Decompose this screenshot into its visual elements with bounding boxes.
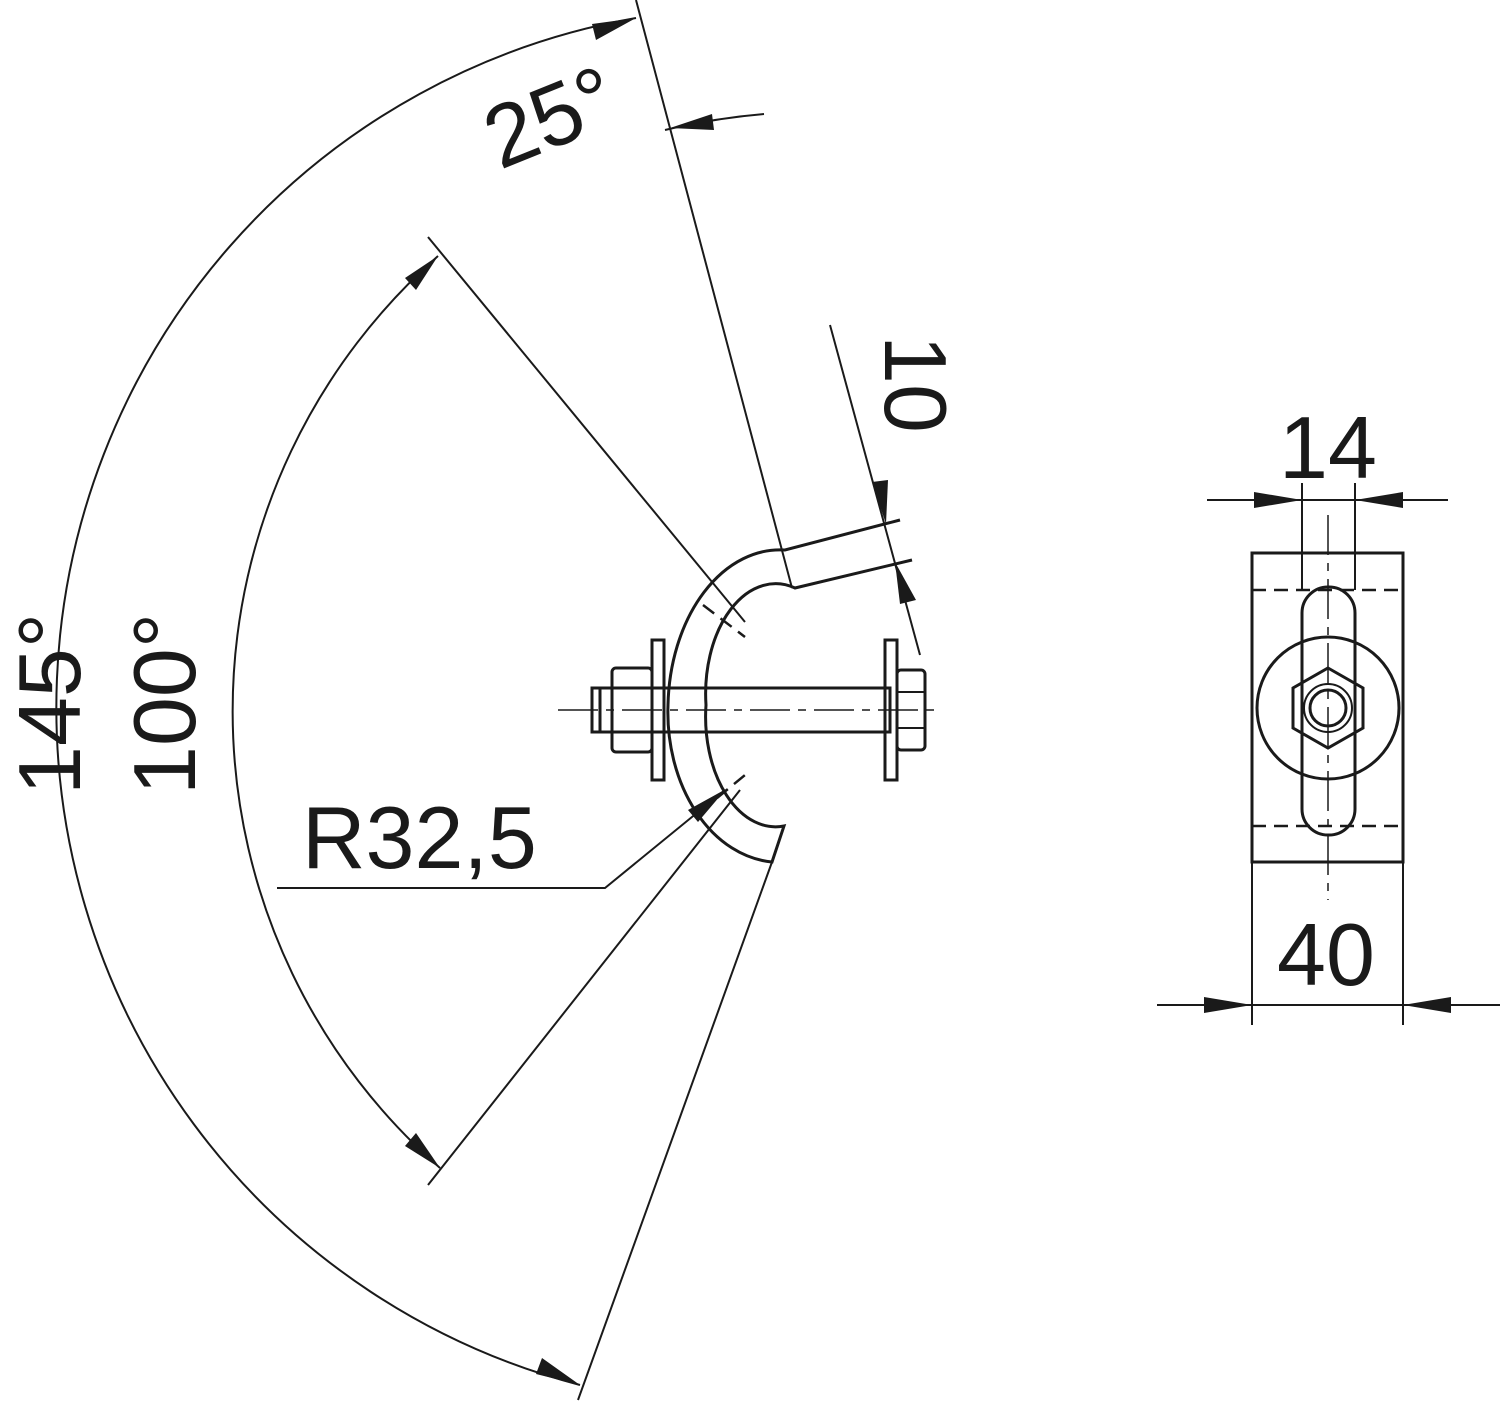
arrow — [405, 1133, 440, 1168]
arrow — [1403, 997, 1451, 1013]
radius-leader — [277, 789, 726, 889]
extension-line — [427, 789, 741, 1186]
hex-nut — [1291, 666, 1365, 750]
arrow — [872, 480, 888, 524]
arrow — [895, 562, 916, 604]
hidden-line — [702, 604, 746, 638]
arrow — [688, 789, 726, 822]
arrow — [1204, 997, 1252, 1013]
arrow — [592, 18, 636, 40]
thickness-label: 10 — [866, 335, 965, 433]
extension-line — [577, 861, 773, 1401]
angle-label-100: 100° — [115, 613, 214, 795]
width-label: 40 — [1277, 905, 1375, 1004]
angle-label-25: 25° — [470, 46, 630, 188]
side-view: 25° 145° 100° R32,5 10 — [0, 0, 965, 1401]
slot-width-label: 14 — [1279, 398, 1377, 497]
front-view: 14 40 — [1157, 398, 1500, 1025]
arrow — [536, 1358, 580, 1385]
arrow — [1355, 492, 1403, 508]
arrow — [1254, 492, 1302, 508]
extension-line — [427, 236, 746, 623]
dimension-arc-145 — [55, 17, 637, 1386]
arrow — [405, 256, 438, 290]
radius-label: R32,5 — [302, 788, 537, 887]
bracket-strap — [666, 518, 913, 864]
extension-line — [635, 0, 793, 589]
dimension-arc-100 — [231, 255, 441, 1169]
arrow — [670, 114, 714, 130]
angle-label-145: 145° — [0, 613, 99, 795]
